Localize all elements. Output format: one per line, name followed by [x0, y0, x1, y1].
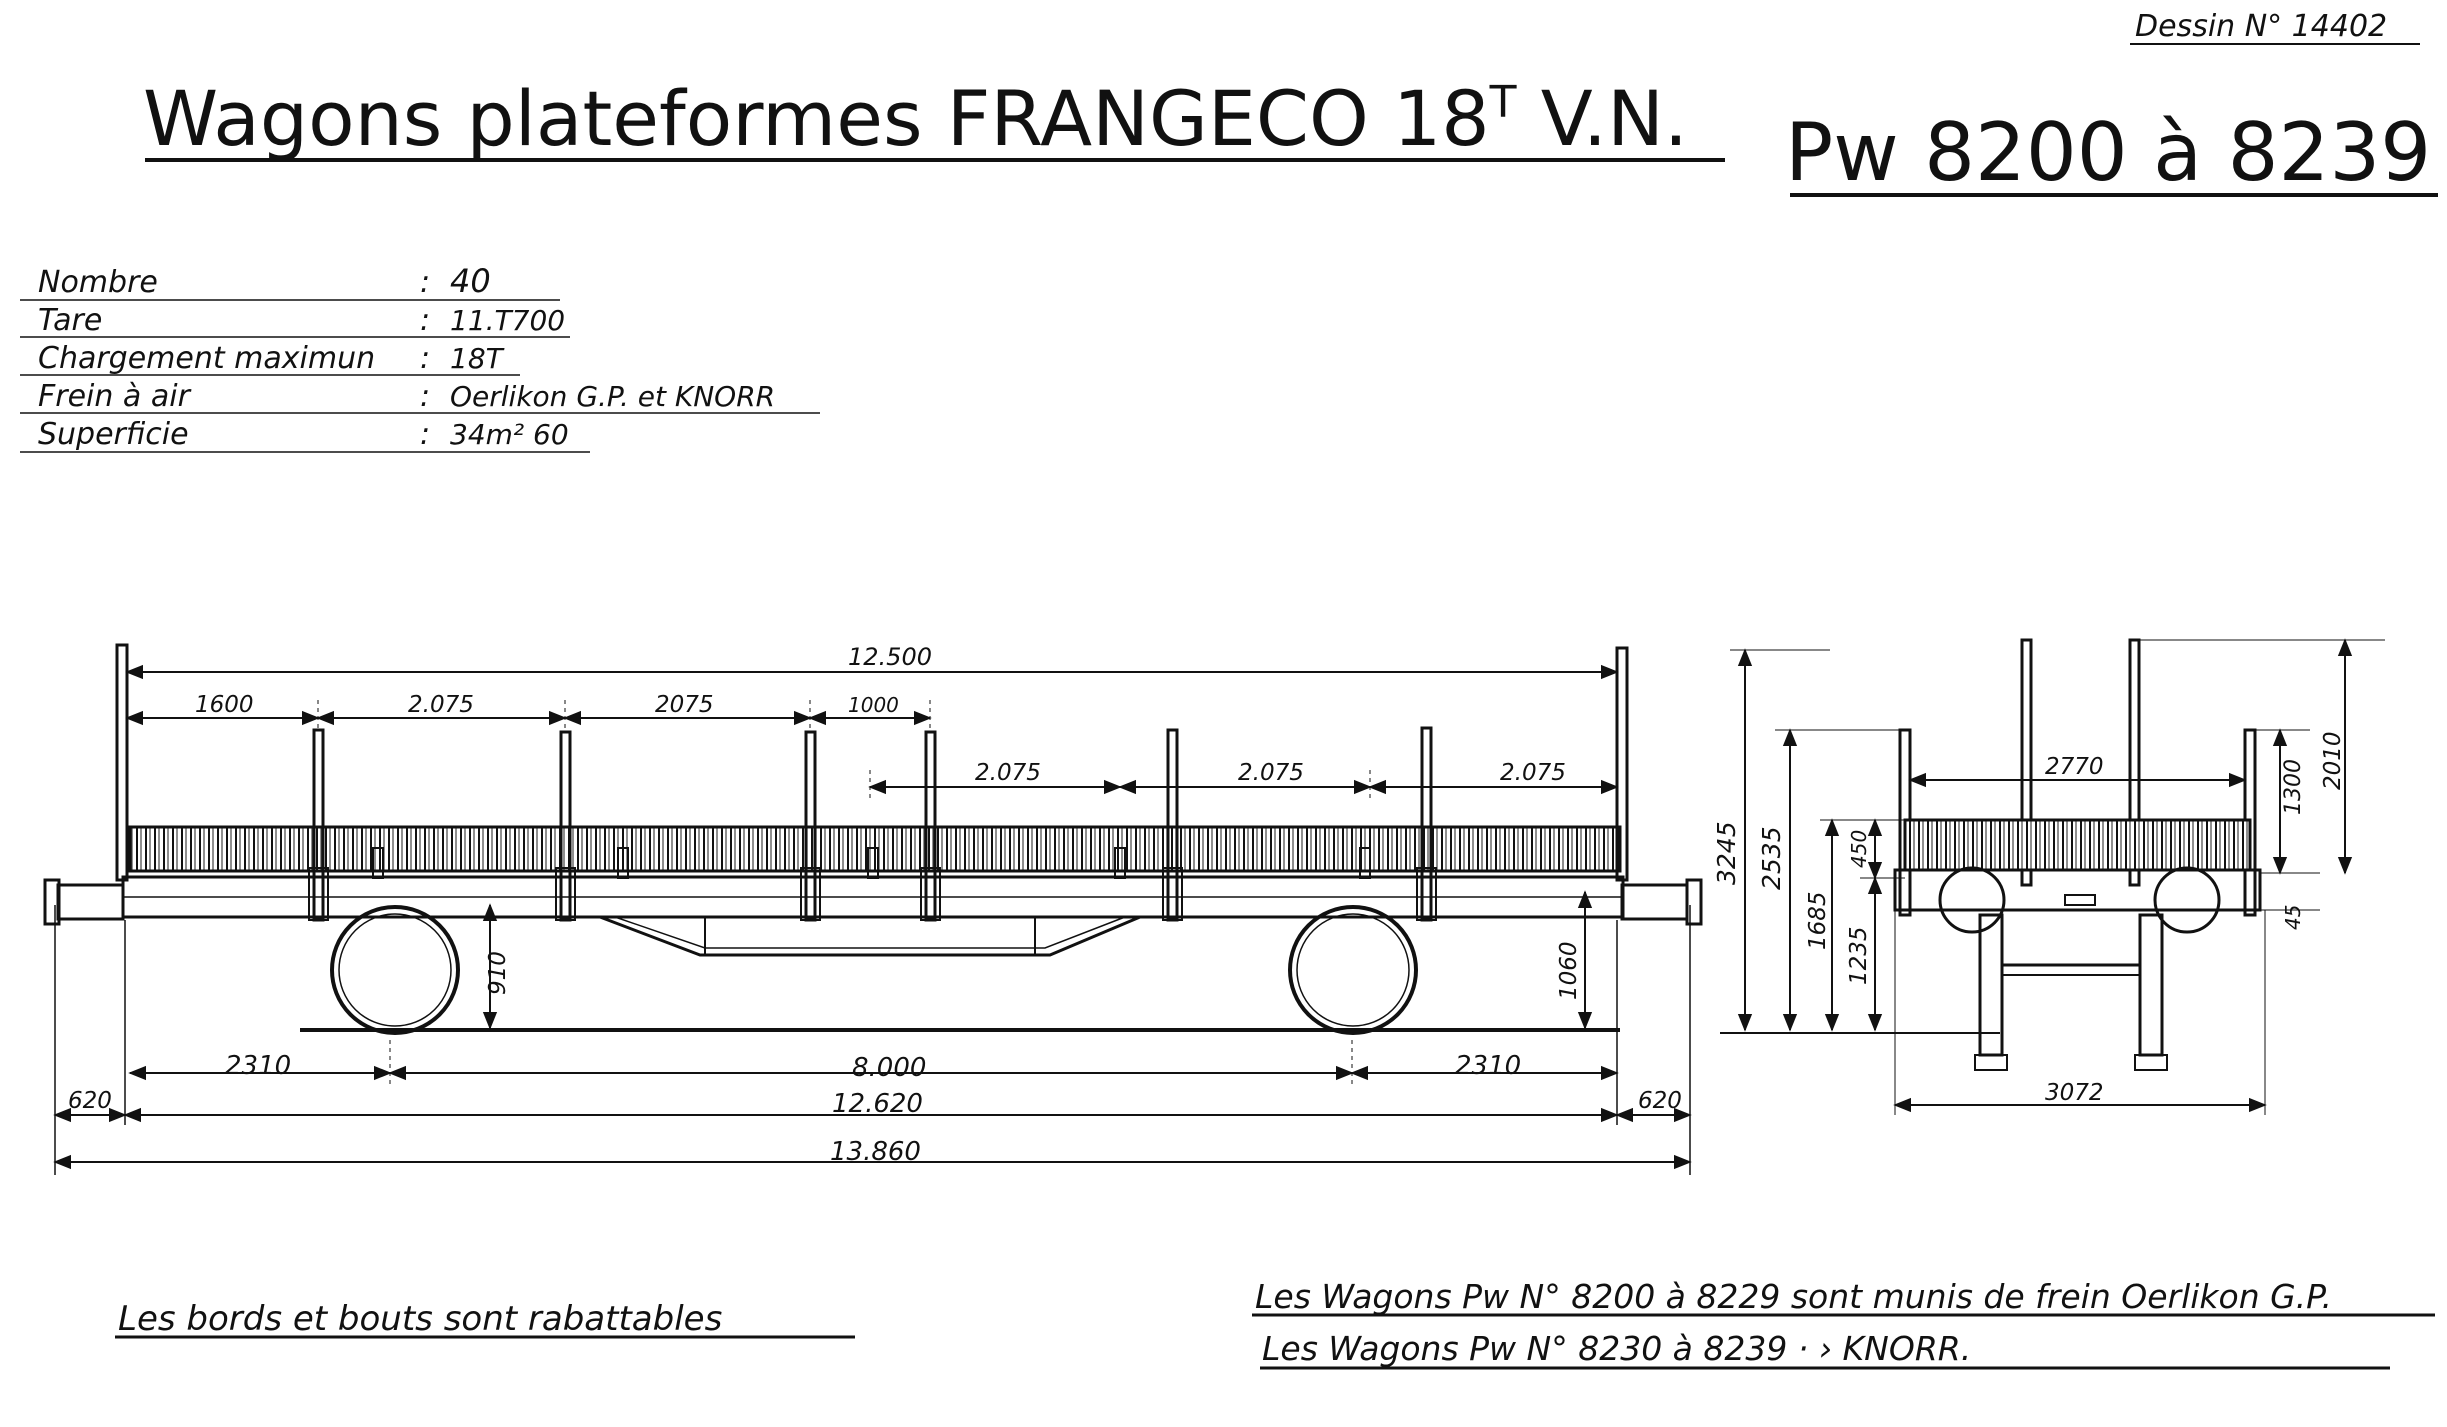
title-block: Wagons plateformes FRANGECO 18T V.N. Pw … [143, 74, 2438, 199]
buffer-right [1620, 883, 1689, 921]
dim-2075-a: 2.075 [408, 692, 474, 718]
dim-2075-d: 2.075 [1238, 760, 1304, 786]
spec-value-tare: 11.T700 [450, 304, 565, 337]
wheel-right [1288, 905, 1418, 1035]
note-oerlikon: Les Wagons Pw N° 8200 à 8229 sont munis … [1255, 1277, 2332, 1316]
stake [1420, 726, 1433, 922]
buffer-left [1938, 866, 2006, 934]
dim-1000: 1000 [848, 693, 899, 717]
buffer-right [2153, 866, 2221, 934]
dim-620-a: 620 [68, 1088, 112, 1114]
spec-label-frein: Frein à air [38, 379, 192, 414]
dim-45: 45 [2281, 905, 2305, 930]
dim-2075-e: 2.075 [1500, 760, 1566, 786]
dim-3072: 3072 [2045, 1080, 2104, 1106]
dim-1060: 1060 [1556, 941, 1582, 1000]
dim-1300: 1300 [2281, 759, 2306, 815]
dim-1600: 1600 [195, 692, 254, 718]
stake [2020, 638, 2033, 887]
spec-value-chargement: 18T [450, 342, 505, 375]
spec-value-nombre: 40 [450, 262, 491, 300]
drawing-number: Dessin N° 14402 [2135, 9, 2387, 44]
dim-910: 910 [485, 951, 511, 995]
end-post-right [1615, 646, 1629, 882]
side-view: 12.500 1600 2.075 2075 1000 2.075 2.075 … [43, 643, 1703, 1175]
dim-2535: 2535 [1757, 826, 1786, 890]
end-frame-beam [1893, 868, 2262, 912]
dim-2770: 2770 [2045, 754, 2104, 780]
buffer-left [56, 883, 125, 921]
dim-2310-b: 2310 [1455, 1051, 1521, 1081]
svg-text::: : [420, 379, 430, 414]
wheel-left [330, 905, 460, 1035]
note-knorr: Les Wagons Pw N° 8230 à 8239 · › KNORR. [1262, 1329, 1971, 1368]
dim-450: 450 [1847, 830, 1871, 868]
dim-2075-b: 2075 [655, 692, 714, 718]
end-view: 3245 2535 1685 1235 450 [1712, 638, 2385, 1115]
dim-2310-a: 2310 [225, 1051, 291, 1081]
spec-label-chargement: Chargement maximun [38, 341, 375, 376]
specs-table: Nombre : 40 Tare : 11.T700 Chargement ma… [20, 262, 820, 453]
stake [1166, 728, 1179, 922]
svg-text::: : [420, 265, 430, 300]
spec-label-tare: Tare [38, 303, 102, 338]
dim-total-top: 12.500 [848, 643, 932, 671]
dim-8000: 8.000 [852, 1053, 926, 1083]
dim-2075-c: 2.075 [975, 760, 1041, 786]
dim-1235: 1235 [1846, 926, 1872, 985]
truss-frame [599, 915, 1141, 957]
spec-label-nombre: Nombre [38, 265, 158, 300]
dim-620-b: 620 [1638, 1088, 1682, 1114]
dim-2010: 2010 [2320, 731, 2346, 790]
dim-13860: 13.860 [830, 1137, 921, 1167]
spec-label-superficie: Superficie [38, 417, 189, 452]
notes: Les bords et bouts sont rabattables Les … [115, 1277, 2435, 1370]
dim-1685: 1685 [1805, 891, 1831, 950]
dim-12620: 12.620 [832, 1089, 923, 1119]
svg-text::: : [420, 303, 430, 338]
title-main: Wagons plateformes FRANGECO 18T V.N. [143, 74, 1688, 163]
dim-3245: 3245 [1712, 821, 1741, 885]
title-series: Pw 8200 à 8239 [1785, 106, 2431, 199]
stake [312, 728, 325, 922]
stake [2128, 638, 2141, 887]
axle-right [2138, 913, 2164, 1057]
slatted-end [1903, 818, 2252, 872]
spec-value-superficie: 34m² 60 [450, 418, 569, 451]
note-rabattables: Les bords et bouts sont rabattables [118, 1299, 722, 1339]
svg-text::: : [420, 341, 430, 376]
end-post-left [115, 643, 129, 882]
spec-value-frein: Oerlikon G.P. et KNORR [450, 380, 775, 413]
svg-text::: : [420, 417, 430, 452]
